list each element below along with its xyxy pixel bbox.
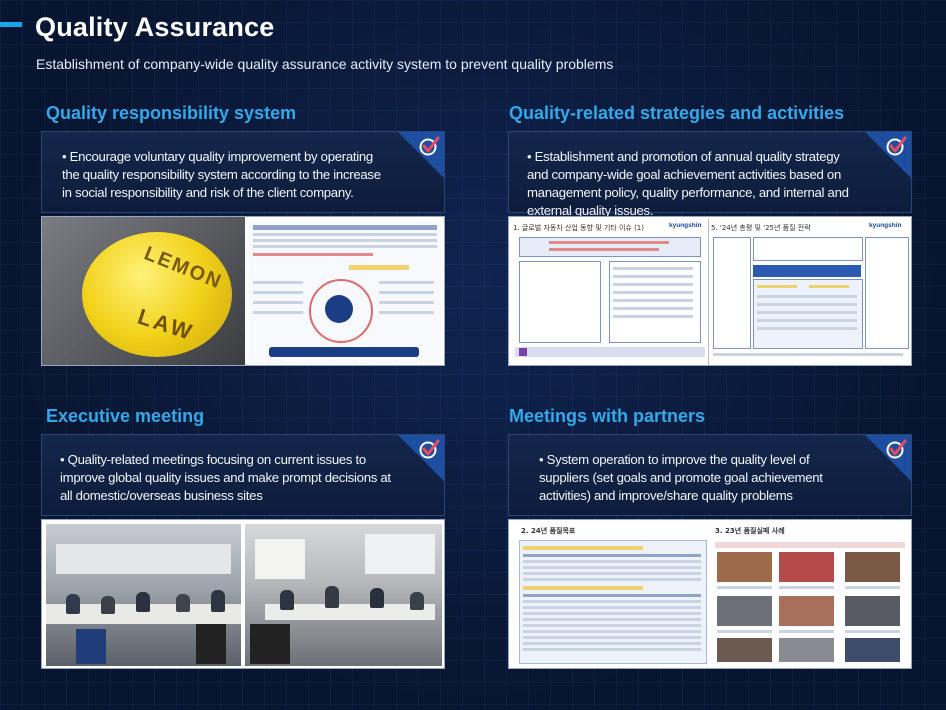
- image-executive-meeting-photos: [41, 519, 445, 669]
- doc-left-heading: 2. 24년 품질목표: [521, 527, 576, 535]
- check-icon: [419, 136, 440, 156]
- section-title-executive-meeting: Executive meeting: [46, 406, 205, 426]
- card-text: • Establishment and promotion of annual …: [527, 149, 849, 218]
- card-partner-meetings: • System operation to improve the qualit…: [508, 434, 912, 516]
- meeting-photo-1: [46, 524, 241, 666]
- card-strategies: • Establishment and promotion of annual …: [508, 131, 912, 218]
- image-strategy-documents: 1. 글로벌 자동차 산업 동향 및 기타 이슈 (1) kyungshin 5…: [508, 216, 912, 366]
- section-title-quality-responsibility: Quality responsibility system: [46, 103, 297, 123]
- doc-right-heading: 3. 23년 품질실패 사례: [715, 527, 785, 535]
- lemon-photo: LEMON LAW: [42, 217, 245, 365]
- card-text: • Quality-related meetings focusing on c…: [60, 452, 391, 503]
- check-icon: [419, 439, 440, 459]
- page-subtitle: Establishment of company-wide quality as…: [36, 56, 614, 72]
- card-text: • System operation to improve the qualit…: [539, 452, 823, 503]
- accent-bar: [0, 22, 22, 27]
- image-lemon-law: LEMON LAW: [41, 216, 445, 366]
- check-icon: [886, 439, 907, 459]
- section-title-partner-meetings: Meetings with partners: [509, 406, 706, 426]
- meeting-photo-2: [245, 524, 442, 666]
- image-partner-documents: 2. 24년 품질목표 3. 23년 품질실패 사례: [508, 519, 912, 669]
- card-text: • Encourage voluntary quality improvemen…: [62, 149, 381, 200]
- card-quality-responsibility: • Encourage voluntary quality improvemen…: [41, 131, 445, 213]
- doc-left-heading: 1. 글로벌 자동차 산업 동향 및 기타 이슈 (1): [513, 224, 644, 232]
- doc-left-logo: kyungshin: [669, 222, 702, 229]
- check-icon: [886, 136, 907, 156]
- section-title-strategies: Quality-related strategies and activitie…: [509, 103, 845, 123]
- doc-right-logo: kyungshin: [869, 222, 902, 229]
- responsibility-diagram: [249, 221, 441, 363]
- card-executive-meeting: • Quality-related meetings focusing on c…: [41, 434, 445, 516]
- doc-right-heading: 5. '24년 총평 및 '25년 품질 전략: [711, 224, 811, 232]
- page-title: Quality Assurance: [35, 12, 275, 42]
